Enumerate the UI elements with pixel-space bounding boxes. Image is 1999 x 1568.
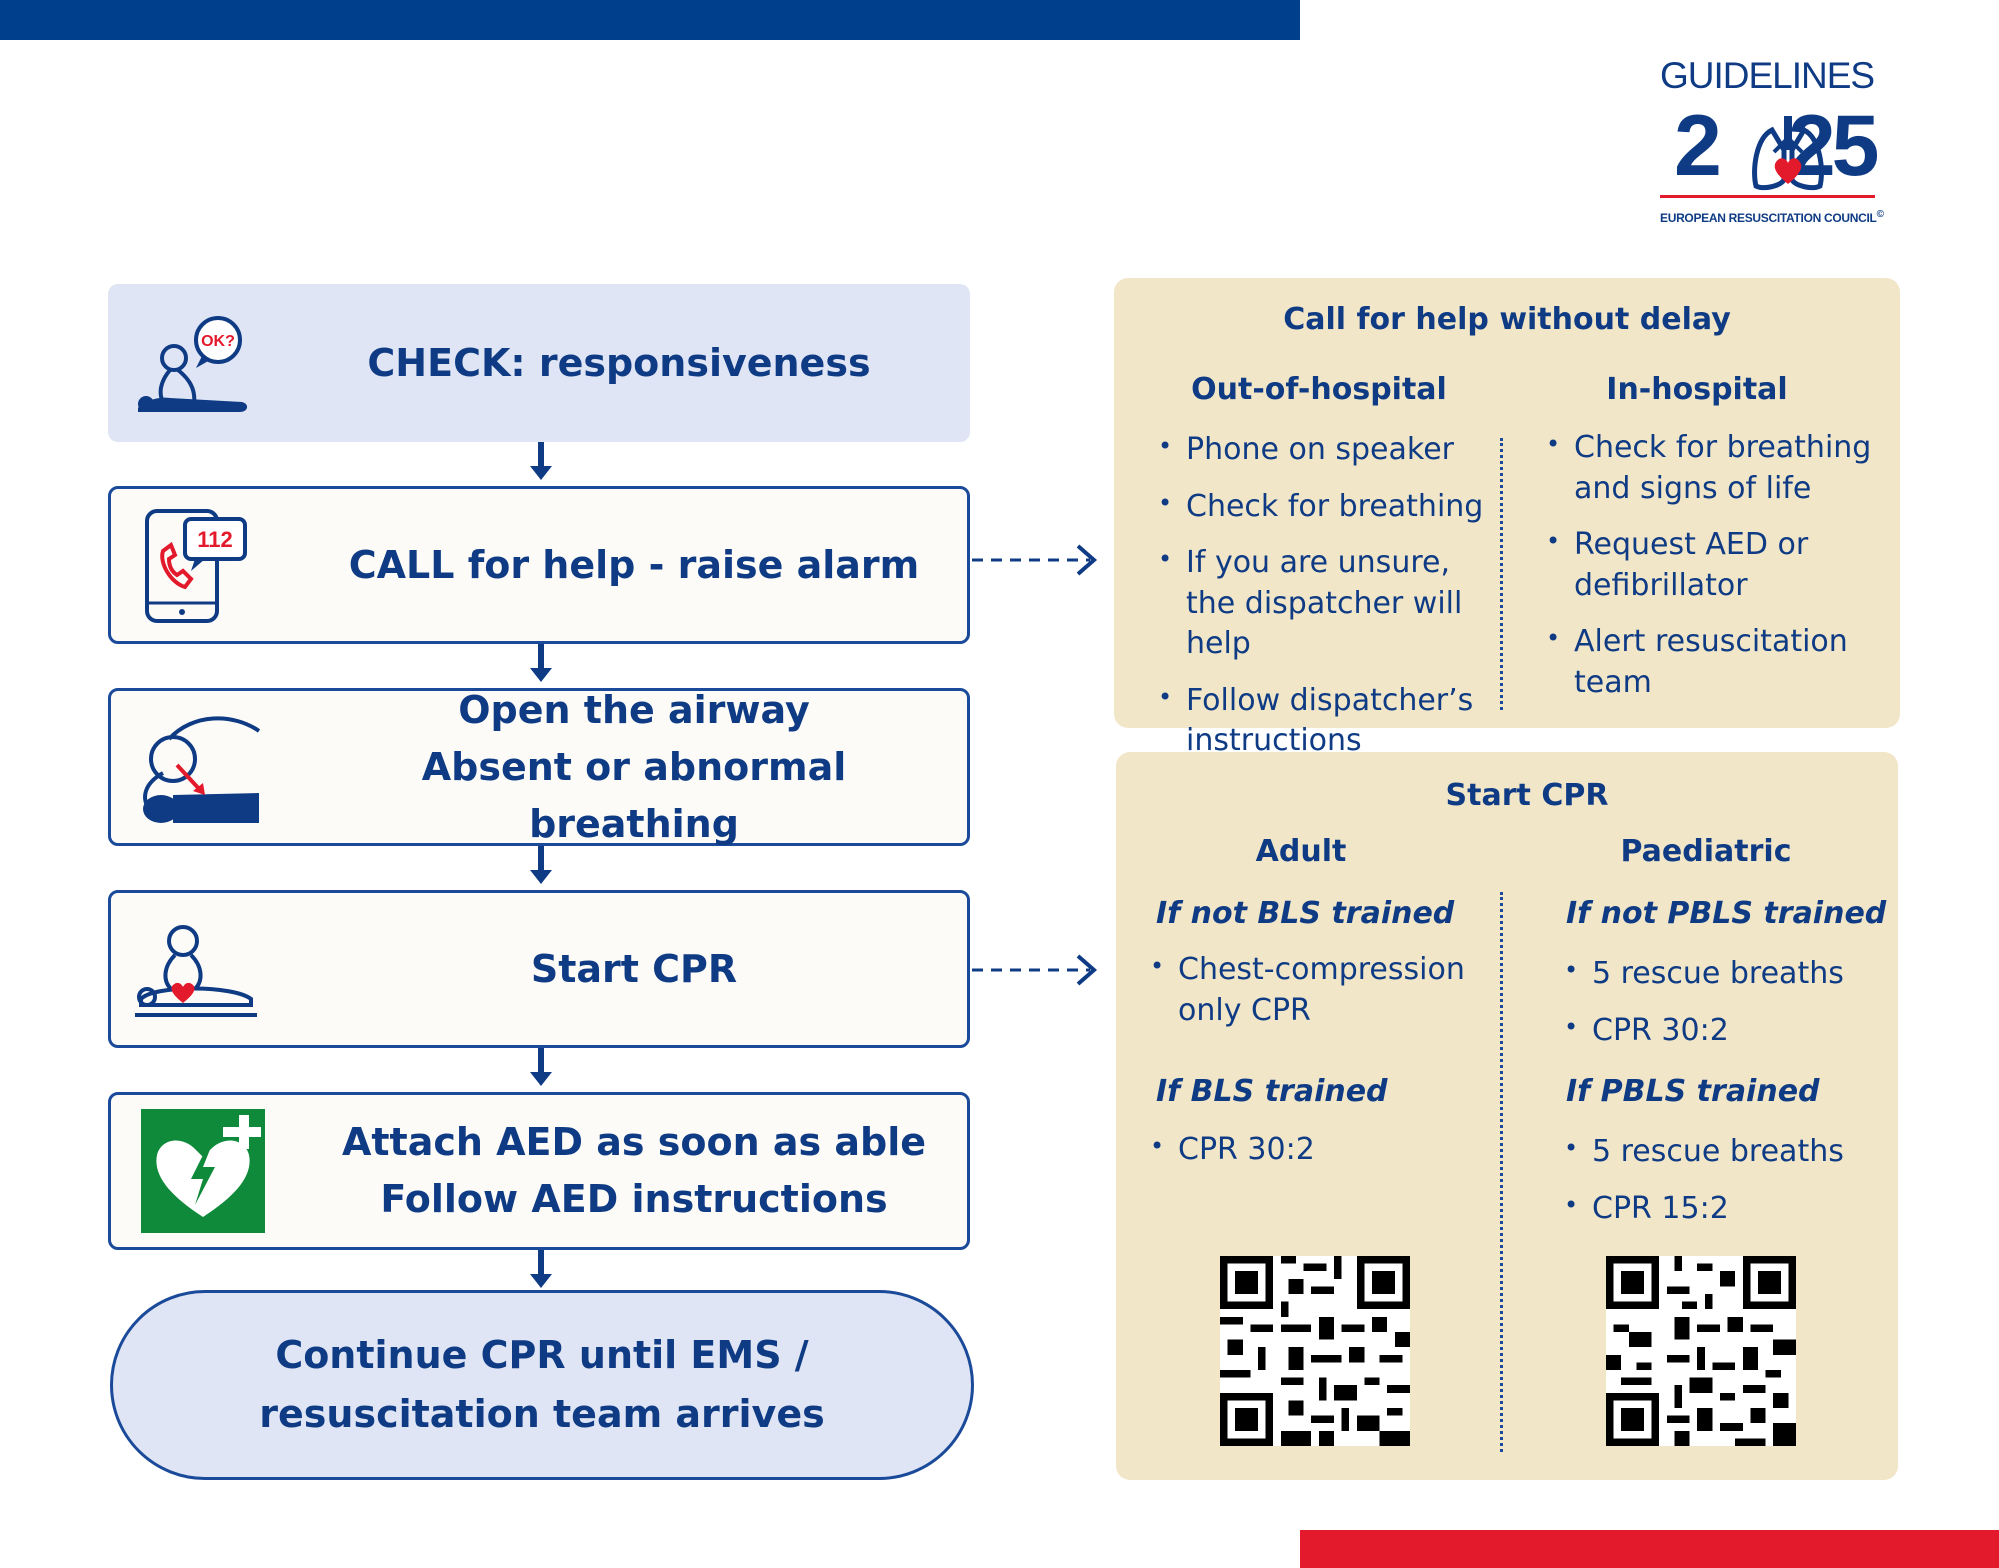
continue-line2: resuscitation team arrives: [259, 1392, 825, 1436]
list-item: CPR 30:2: [1562, 1011, 1882, 1052]
logo-red-rule: [1660, 195, 1875, 198]
list-item: Alert resuscitation team: [1544, 622, 1874, 703]
adult-untrained-list: Chest-compression only CPR: [1148, 950, 1468, 1047]
in-hospital-list: Check for breathing and signs of life Re…: [1544, 428, 1874, 719]
step-cpr: Start CPR: [108, 890, 970, 1048]
open-airway-icon: [143, 716, 261, 823]
copyright-mark: ©: [1876, 209, 1884, 220]
list-item: Request AED or defibrillator: [1544, 525, 1874, 606]
arrow-down-icon: [530, 644, 552, 682]
emergency-number: 112: [197, 527, 233, 552]
arrow-down-icon: [530, 1250, 552, 1288]
step-call-text: CALL for help - raise alarm: [348, 542, 920, 587]
responsiveness-check-icon: OK?: [138, 316, 248, 412]
step-aed-line1: Attach AED as soon as able: [341, 1120, 927, 1164]
logo-year-right: 25: [1787, 98, 1880, 194]
step-call: 112 CALL for help - raise alarm: [108, 486, 970, 644]
list-item: Chest-compression only CPR: [1148, 950, 1468, 1031]
step-aed: Attach AED as soon as able Follow AED in…: [108, 1092, 970, 1250]
adult-untrained-heading: If not BLS trained: [1156, 896, 1455, 931]
logo-organisation-text: EUROPEAN RESUSCITATION COUNCIL: [1660, 211, 1877, 225]
step-continue-cpr: Continue CPR until EMS / resuscitation t…: [110, 1290, 974, 1480]
help-panel-title: Call for help without delay: [1283, 302, 1731, 337]
logo-year-left: 2: [1674, 98, 1722, 194]
step-check-text: CHECK: responsiveness: [367, 340, 871, 385]
list-item: Follow dispatcher’s instructions: [1156, 681, 1496, 762]
step-cpr-label: Start CPR: [311, 893, 957, 1045]
cpr-icon: [135, 925, 257, 1017]
step-aed-line2: Follow AED instructions: [380, 1177, 888, 1221]
continue-line1: Continue CPR until EMS /: [275, 1333, 809, 1378]
list-item: Phone on speaker: [1156, 430, 1496, 471]
step-cpr-text: Start CPR: [530, 946, 738, 991]
list-item: 5 rescue breaths: [1562, 954, 1882, 995]
adult-qr-code-icon[interactable]: [1220, 1256, 1410, 1446]
cpr-panel-title: Start CPR: [1445, 778, 1609, 813]
logo-organisation: EUROPEAN RESUSCITATION COUNCIL©: [1660, 209, 1884, 225]
bottom-banner: [1300, 1530, 1999, 1568]
adult-heading: Adult: [1255, 834, 1347, 869]
logo-guidelines-text: GUIDELINES: [1660, 55, 1875, 96]
start-cpr-panel: Start CPR Adult Paediatric If not BLS tr…: [1116, 752, 1898, 1480]
list-item: If you are unsure, the dispatcher will h…: [1156, 543, 1496, 665]
adult-trained-heading: If BLS trained: [1156, 1074, 1388, 1109]
list-item: Check for breathing: [1156, 487, 1496, 528]
step-call-label: CALL for help - raise alarm: [311, 489, 957, 641]
out-of-hospital-heading: Out-of-hospital: [1191, 372, 1447, 407]
paed-untrained-list: 5 rescue breaths CPR 30:2: [1562, 954, 1882, 1067]
arrow-down-icon: [530, 442, 552, 480]
dashed-arrow-right-icon: [972, 544, 1098, 576]
arrow-down-icon: [530, 1048, 552, 1086]
step-airway-line2: Absent or abnormal breathing: [421, 744, 847, 846]
paediatric-qr-code-icon[interactable]: [1606, 1256, 1796, 1446]
step-check: OK? CHECK: responsiveness: [108, 284, 970, 442]
paed-untrained-heading: If not PBLS trained: [1566, 896, 1887, 931]
call-for-help-panel: Call for help without delay Out-of-hospi…: [1114, 278, 1900, 758]
phone-call-icon: 112: [145, 509, 247, 623]
arrow-down-icon: [530, 846, 552, 884]
step-check-label: CHECK: responsiveness: [308, 284, 930, 442]
paed-trained-heading: If PBLS trained: [1566, 1074, 1820, 1109]
lungs-heart-icon: [1752, 116, 1824, 191]
paediatric-heading: Paediatric: [1620, 834, 1792, 869]
step-aed-label: Attach AED as soon as able Follow AED in…: [311, 1095, 957, 1247]
step-airway: Open the airway Absent or abnormal breat…: [108, 688, 970, 846]
step-airway-line1: Open the airway: [458, 687, 810, 732]
list-item: Check for breathing and signs of life: [1544, 428, 1874, 509]
paed-trained-list: 5 rescue breaths CPR 15:2: [1562, 1132, 1882, 1245]
step-airway-label: Open the airway Absent or abnormal breat…: [311, 688, 957, 846]
aed-icon: [141, 1109, 265, 1233]
list-item: CPR 15:2: [1562, 1189, 1882, 1230]
column-divider: [1500, 438, 1503, 710]
adult-trained-list: CPR 30:2: [1148, 1130, 1468, 1187]
out-of-hospital-list: Phone on speaker Check for breathing If …: [1156, 430, 1496, 778]
in-hospital-heading: In-hospital: [1606, 372, 1788, 407]
ok-bubble-text: OK?: [201, 333, 235, 350]
list-item: CPR 30:2: [1148, 1130, 1468, 1171]
top-banner: [0, 0, 1300, 40]
column-divider: [1500, 892, 1503, 1452]
list-item: 5 rescue breaths: [1562, 1132, 1882, 1173]
dashed-arrow-right-icon: [972, 954, 1098, 986]
